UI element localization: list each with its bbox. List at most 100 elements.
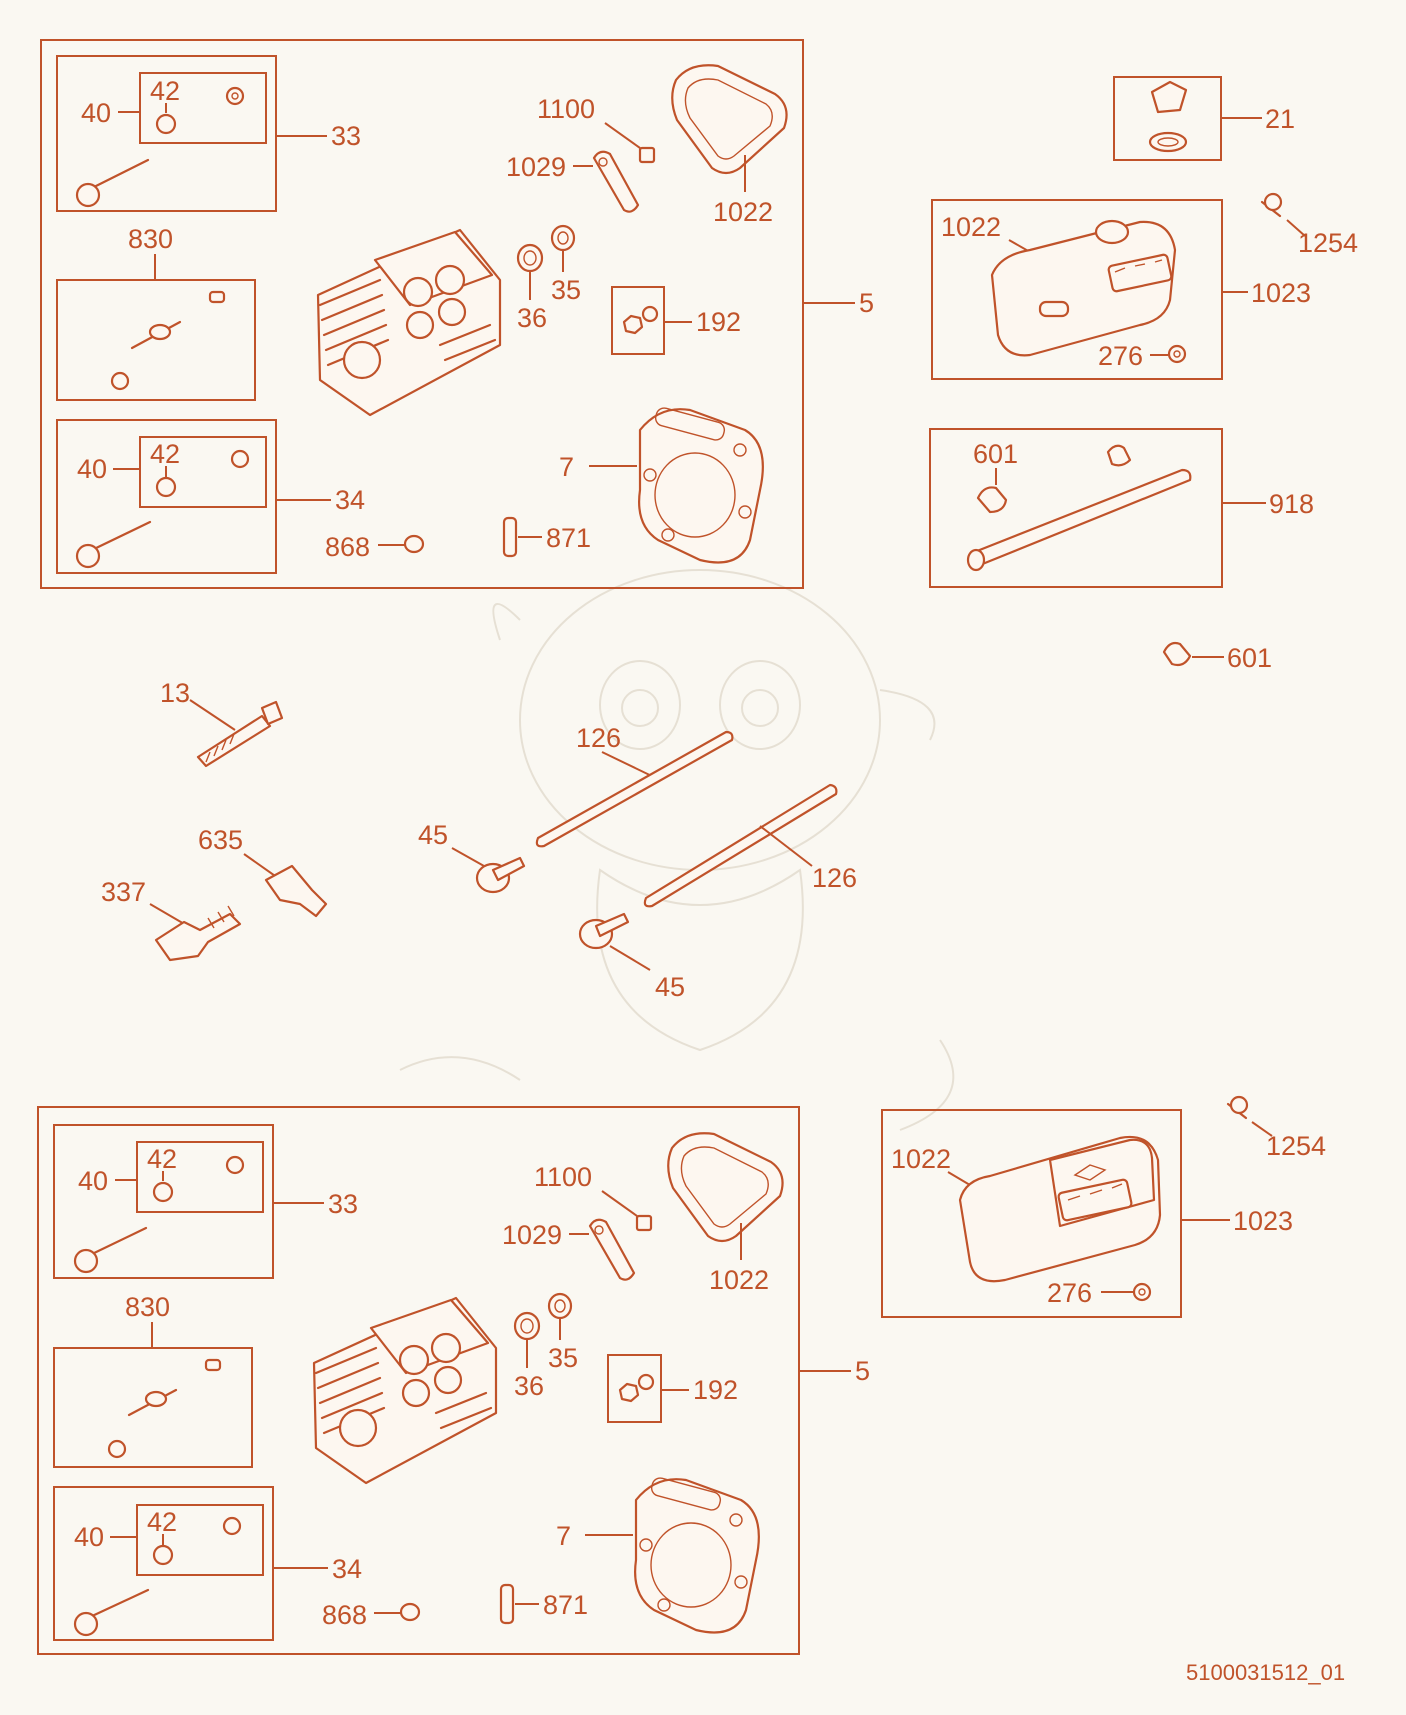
- rocker-arm-icon: [588, 1218, 636, 1281]
- label-918: 918: [1269, 489, 1314, 519]
- label-871: 871: [543, 1590, 588, 1620]
- kit-box-1023-top: [931, 199, 1223, 380]
- label-34: 34: [335, 485, 365, 515]
- label-40: 40: [78, 1166, 108, 1196]
- label-1029: 1029: [502, 1220, 562, 1250]
- label-36: 36: [517, 303, 547, 333]
- cylinder-head-icon: [312, 1296, 498, 1485]
- label-5: 5: [859, 288, 874, 318]
- label-1254: 1254: [1298, 228, 1358, 258]
- label-868: 868: [325, 532, 370, 562]
- nut-icon: [399, 1602, 421, 1622]
- label-126: 126: [576, 723, 621, 753]
- label-7: 7: [559, 452, 574, 482]
- label-1022: 1022: [891, 1144, 951, 1174]
- rocker-cover-gasket-icon: [671, 64, 788, 175]
- dowel-pin-icon: [499, 1583, 515, 1625]
- label-1022: 1022: [713, 197, 773, 227]
- valve-spring-seal-icon: [513, 1311, 541, 1341]
- label-42: 42: [150, 76, 180, 106]
- label-5: 5: [855, 1356, 870, 1386]
- kit-box-34-top: [56, 419, 277, 574]
- valve-seal-icon: [225, 86, 245, 106]
- label-635: 635: [198, 825, 243, 855]
- valve-head-icon: [75, 182, 101, 208]
- head-gasket-icon: [638, 407, 764, 564]
- rocker-arm-icon: [592, 150, 640, 213]
- rocker-nut-icon: [635, 1214, 653, 1232]
- label-34: 34: [332, 1554, 362, 1584]
- rocker-cover-group-bottom: 1254 1022 276 1023: [881, 1095, 1326, 1318]
- label-35: 35: [551, 275, 581, 305]
- label-1023: 1023: [1233, 1206, 1293, 1236]
- rocker-cover-group-top: 1254 1022 276 1023: [931, 192, 1358, 380]
- nut-icon: [107, 1439, 127, 1459]
- nut-icon: [110, 371, 130, 391]
- label-45: 45: [655, 972, 685, 1002]
- label-35: 35: [548, 1343, 578, 1373]
- kit-box-42-top: [139, 72, 267, 144]
- head-gasket-icon: [634, 1477, 760, 1634]
- label-1100: 1100: [537, 94, 595, 124]
- label-276: 276: [1047, 1278, 1092, 1308]
- label-1254: 1254: [1266, 1131, 1326, 1161]
- breather-tube-group: 601 918 601: [929, 428, 1314, 673]
- rocker-nut-icon: [638, 146, 656, 164]
- oil-fill-cap-group: 21: [1113, 76, 1295, 161]
- label-1100: 1100: [534, 1162, 592, 1192]
- label-868: 868: [322, 1600, 367, 1630]
- hex-nut-icon: [618, 1382, 640, 1403]
- kit-box-42-bottom: [136, 1141, 264, 1213]
- screw-icon: [208, 290, 226, 304]
- watermark-dragon: [399, 569, 955, 1131]
- head-bolt-icon: [196, 714, 272, 768]
- valve-keeper-icon: [152, 1544, 174, 1566]
- rocker-cover-icon: [958, 1135, 1162, 1283]
- label-601: 601: [1227, 643, 1272, 673]
- kit-box-5-bottom: [37, 1106, 800, 1655]
- kit-box-5-top: [40, 39, 804, 589]
- label-40: 40: [74, 1522, 104, 1552]
- label-33: 33: [331, 121, 361, 151]
- label-830: 830: [125, 1292, 170, 1322]
- valve-stem-icon: [88, 1226, 148, 1257]
- kit-box-918: [929, 428, 1223, 588]
- label-1022: 1022: [709, 1265, 769, 1295]
- valve-keeper-icon: [152, 1181, 174, 1203]
- kit-box-192-top: [611, 286, 665, 355]
- label-42: 42: [150, 439, 180, 469]
- o-ring-icon: [1148, 131, 1188, 153]
- valve-keeper-icon: [155, 113, 177, 135]
- valve-spring-seal-icon: [516, 243, 544, 273]
- cylinder-head-icon: [316, 228, 502, 417]
- valve-seal-icon: [225, 1155, 245, 1175]
- label-21: 21: [1265, 104, 1295, 134]
- spark-plug-icon: [154, 912, 242, 962]
- valve-seal-icon: [230, 449, 250, 469]
- label-276: 276: [1098, 341, 1143, 371]
- cylinder-head-kit-bottom: 42 40 33 830 42 40 34: [37, 1106, 870, 1655]
- label-36: 36: [514, 1371, 544, 1401]
- valve-head-icon: [75, 543, 101, 569]
- valve-keeper-icon: [155, 476, 177, 498]
- hose-clamp-icon: [1106, 444, 1132, 467]
- valve-spring-cap-icon: [547, 1292, 573, 1320]
- valve-head-icon: [73, 1248, 99, 1274]
- valve-head-icon: [73, 1611, 99, 1637]
- hose-clamp-icon: [976, 486, 1008, 514]
- nut-icon: [403, 534, 425, 554]
- label-1022: 1022: [941, 212, 1001, 242]
- label-45: 45: [418, 820, 448, 850]
- kit-box-42b-top: [139, 436, 267, 508]
- breather-tube-icon: [969, 468, 1192, 567]
- screw-icon: [204, 1358, 222, 1372]
- label-1029: 1029: [506, 152, 566, 182]
- valve-spring-cap-icon: [550, 224, 576, 252]
- label-1023: 1023: [1251, 278, 1311, 308]
- label-42: 42: [147, 1507, 177, 1537]
- push-rod-icon: [643, 783, 838, 908]
- kit-box-33-top: [56, 55, 277, 212]
- hex-nut-icon: [622, 314, 644, 335]
- valve-seal-icon: [222, 1516, 242, 1536]
